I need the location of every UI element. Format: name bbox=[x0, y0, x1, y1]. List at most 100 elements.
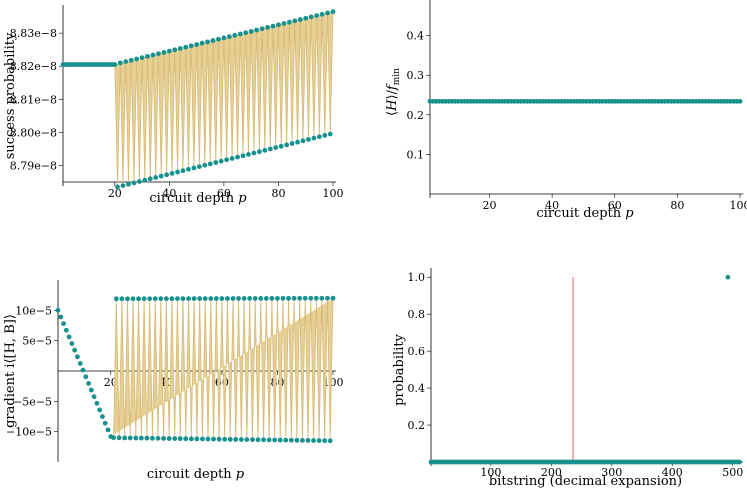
success-point bbox=[273, 145, 279, 151]
success-point bbox=[289, 141, 295, 146]
success-point bbox=[161, 50, 167, 55]
x-tick-label: 200 bbox=[541, 466, 562, 479]
x-tick-label: 60 bbox=[608, 199, 622, 212]
success-point bbox=[128, 57, 134, 63]
gradient-point bbox=[241, 296, 247, 301]
gradient-point bbox=[286, 295, 291, 301]
success-point bbox=[237, 31, 243, 37]
gradient-point bbox=[261, 437, 266, 443]
y-tick-label: 0.8 bbox=[408, 308, 426, 321]
gradient-point bbox=[80, 367, 86, 373]
success-point bbox=[136, 179, 142, 184]
success-point bbox=[202, 162, 208, 168]
gradient-point bbox=[72, 347, 78, 353]
gradient-point bbox=[177, 436, 183, 442]
gradient-point bbox=[311, 438, 316, 443]
success-point bbox=[295, 139, 300, 145]
success-point bbox=[235, 154, 240, 160]
success-point bbox=[194, 42, 200, 47]
gradient-point bbox=[275, 295, 280, 301]
gradient-point bbox=[322, 438, 328, 444]
gradient-point bbox=[277, 437, 283, 443]
success-point bbox=[117, 60, 123, 66]
x-tick-label: 100 bbox=[480, 466, 501, 479]
success-point bbox=[175, 169, 180, 175]
energy-point bbox=[737, 98, 743, 104]
gradient-point bbox=[255, 437, 261, 443]
gradient-point bbox=[291, 295, 297, 301]
x-tick-label: 60 bbox=[215, 376, 229, 389]
gradient-point bbox=[269, 295, 275, 301]
gradient-point bbox=[116, 435, 122, 441]
success-point bbox=[319, 11, 325, 17]
success-point bbox=[139, 55, 145, 61]
y-tick-label: 0.6 bbox=[408, 345, 426, 358]
success-point bbox=[278, 143, 284, 149]
gradient-point bbox=[144, 435, 150, 441]
gradient-point bbox=[308, 295, 314, 301]
panel-gradient: 20406080100−10e−5−5e−55e−510e−5gradient … bbox=[3, 280, 344, 482]
x-tick-label: 20 bbox=[482, 199, 496, 212]
x-tick-label: 400 bbox=[662, 466, 683, 479]
gradient-point bbox=[288, 437, 294, 443]
gradient-point bbox=[316, 438, 322, 444]
gradient-point bbox=[208, 296, 214, 301]
gradient-point bbox=[325, 295, 330, 301]
gradient-point bbox=[236, 296, 241, 301]
success-point bbox=[172, 47, 178, 53]
success-point bbox=[322, 132, 328, 138]
gradient-point bbox=[250, 437, 255, 443]
gradient-point bbox=[94, 400, 100, 406]
gradient-point bbox=[194, 436, 200, 442]
gradient-point bbox=[200, 436, 205, 442]
success-point bbox=[183, 44, 189, 50]
gradient-point bbox=[63, 327, 69, 333]
gradient-x-axis-label: circuit depth p bbox=[147, 467, 245, 482]
gradient-point bbox=[83, 374, 89, 380]
success-point bbox=[112, 62, 118, 67]
x-tick-label: 80 bbox=[270, 376, 284, 389]
success-point bbox=[246, 151, 251, 157]
gradient-point bbox=[88, 387, 94, 393]
y-tick-label: 1.0 bbox=[408, 271, 426, 284]
x-tick-label: 60 bbox=[217, 187, 231, 200]
gradient-point bbox=[180, 296, 186, 302]
gradient-point bbox=[155, 435, 161, 441]
gradient-point bbox=[313, 295, 319, 301]
gradient-point bbox=[147, 296, 153, 302]
gradient-point bbox=[166, 436, 172, 441]
gradient-point bbox=[263, 295, 269, 301]
gradient-point bbox=[122, 435, 128, 441]
success-point bbox=[186, 166, 191, 172]
gradient-point bbox=[91, 394, 97, 400]
gradient-point bbox=[300, 437, 305, 443]
gradient-point bbox=[133, 435, 139, 441]
gradient-point bbox=[305, 438, 311, 443]
gradient-point bbox=[252, 296, 258, 301]
y-tick-label: −5e−5 bbox=[13, 395, 52, 408]
x-tick-label: 80 bbox=[670, 199, 684, 212]
success-point bbox=[213, 160, 219, 165]
x-tick-label: 100 bbox=[323, 187, 344, 200]
gradient-point bbox=[216, 436, 222, 442]
gradient-point bbox=[130, 296, 136, 302]
gradient-point bbox=[55, 307, 61, 313]
y-tick-label: 0.4 bbox=[408, 382, 426, 395]
y-axis-label: ⟨H⟩/fmin bbox=[385, 68, 402, 116]
success-point bbox=[306, 137, 311, 142]
gradient-point bbox=[222, 436, 228, 442]
success-point bbox=[145, 53, 150, 59]
success-point bbox=[240, 153, 246, 159]
gradient-point bbox=[125, 296, 130, 302]
gradient-point bbox=[113, 296, 119, 302]
success-point bbox=[226, 34, 232, 40]
success-point bbox=[267, 146, 273, 152]
gradient-point bbox=[141, 296, 147, 302]
x-axis-label: bitstring (decimal expansion) bbox=[489, 474, 682, 489]
success-point bbox=[120, 183, 126, 189]
x-tick-label: 100 bbox=[323, 376, 344, 389]
gradient-point bbox=[61, 321, 66, 327]
success-point bbox=[303, 15, 309, 21]
gradient-oscillation-band bbox=[110, 297, 334, 442]
